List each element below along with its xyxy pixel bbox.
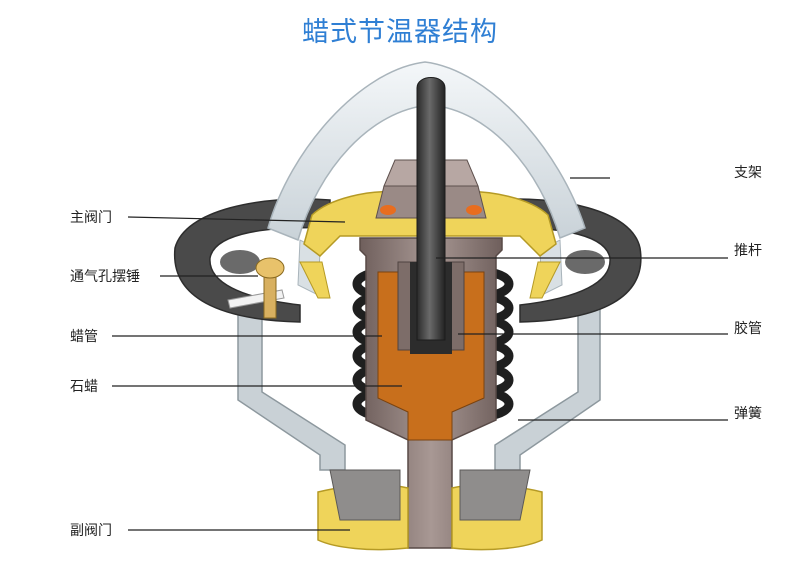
leader-line-main-valve	[127, 216, 346, 223]
push-rod	[416, 77, 446, 341]
label-secondary-valve: 副阀门	[70, 523, 112, 539]
label-spring: 弹簧	[734, 406, 762, 422]
label-sleeve: 胶管	[734, 321, 762, 337]
diagram-title: 蜡式节温器结构	[302, 17, 498, 48]
label-wax-tube: 蜡管	[70, 329, 98, 345]
label-main-valve: 主阀门	[70, 210, 112, 226]
secondary-valve	[317, 469, 543, 551]
label-wax: 石蜡	[70, 379, 98, 395]
vent-pendulum	[227, 257, 285, 319]
label-bracket: 支架	[734, 165, 762, 181]
label-push-rod: 推杆	[734, 243, 762, 259]
leader-lines	[112, 177, 728, 531]
label-vent-pendulum: 通气孔摆锤	[70, 269, 140, 285]
